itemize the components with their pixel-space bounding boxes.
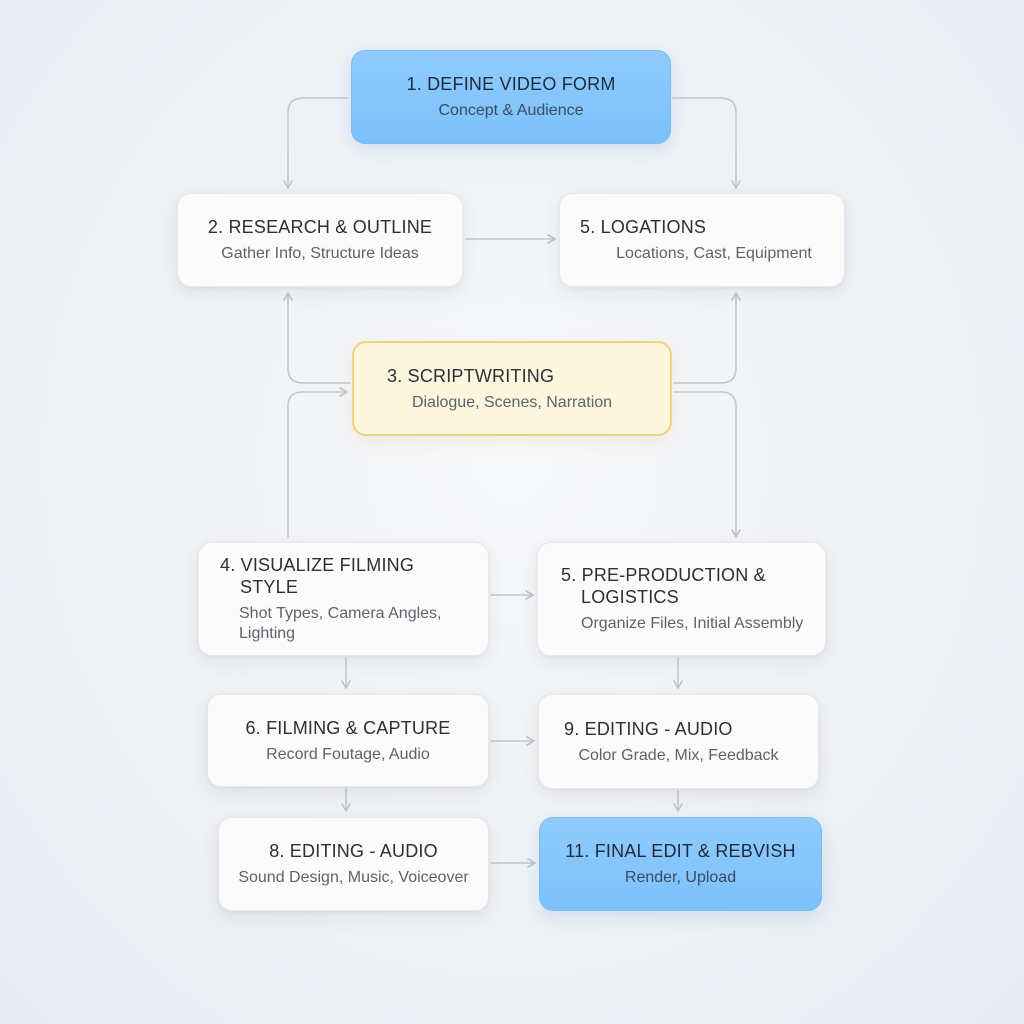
node-subtitle: Locations, Cast, Equipment <box>616 245 812 262</box>
connector-n1-to-n2 <box>283 97 349 189</box>
node-logations[interactable]: 5. LOGATIONS Locations, Cast, Equipment <box>559 193 845 287</box>
node-editing-audio-9[interactable]: 9. EDITING - AUDIO Color Grade, Mix, Fee… <box>538 694 819 789</box>
node-define-video-form[interactable]: 1. DEFINE VIDEO FORM Concept & Audience <box>351 50 671 144</box>
node-title: 3. SCRIPTWRITING <box>387 365 555 386</box>
connector-n1-to-n5a <box>672 97 741 189</box>
node-subtitle: Shot Types, Camera Angles, Lighting <box>239 605 442 642</box>
node-title-line1: 4. VISUALIZE FILMING <box>220 555 415 575</box>
node-subtitle: Render, Upload <box>624 869 737 886</box>
node-subtitle: Record Foutage, Audio <box>266 745 430 763</box>
node-title: 9. EDITING - AUDIO <box>564 718 733 739</box>
node-title: 6. FILMING & CAPTURE <box>245 717 451 738</box>
node-visualize-filming-style[interactable]: 4. VISUALIZE FILMING STYLE Shot Types, C… <box>198 542 489 656</box>
node-subtitle: Organize Files, Initial Assembly <box>581 615 804 632</box>
node-subtitle: Concept & Audience <box>438 102 584 119</box>
node-title: 11. FINAL EDIT & REBVISH <box>565 841 796 861</box>
node-scriptwriting[interactable]: 3. SCRIPTWRITING Dialogue, Scenes, Narra… <box>352 341 672 436</box>
node-title-line1: 5. PRE-PRODUCTION & <box>561 565 766 585</box>
node-filming-capture[interactable]: 6. FILMING & CAPTURE Record Foutage, Aud… <box>207 694 489 787</box>
node-subtitle: Sound Design, Music, Voiceover <box>238 869 469 886</box>
node-title-line2: STYLE <box>240 577 299 597</box>
node-title: 5. LOGATIONS <box>580 217 707 237</box>
connector-n4-to-n3 <box>287 387 348 538</box>
connector-n3-to-n2 <box>283 292 351 384</box>
connector-n3-to-n5b <box>673 391 741 538</box>
node-research-outline[interactable]: 2. RESEARCH & OUTLINE Gather Info, Struc… <box>177 193 463 287</box>
connector-n3-to-n5a <box>673 292 741 384</box>
node-title: 1. DEFINE VIDEO FORM <box>406 74 616 94</box>
node-pre-production-logistics[interactable]: 5. PRE-PRODUCTION & LOGISTICS Organize F… <box>537 542 826 656</box>
node-final-edit-publish[interactable]: 11. FINAL EDIT & REBVISH Render, Upload <box>539 817 822 911</box>
node-title: 8. EDITING - AUDIO <box>269 841 438 861</box>
node-subtitle: Color Grade, Mix, Feedback <box>578 746 779 764</box>
node-subtitle: Dialogue, Scenes, Narration <box>411 393 613 411</box>
node-title-line2: LOGISTICS <box>581 587 679 607</box>
node-subtitle: Gather Info, Structure Ideas <box>221 245 419 262</box>
node-title: 2. RESEARCH & OUTLINE <box>207 217 433 237</box>
node-editing-audio-8[interactable]: 8. EDITING - AUDIO Sound Design, Music, … <box>218 817 489 911</box>
